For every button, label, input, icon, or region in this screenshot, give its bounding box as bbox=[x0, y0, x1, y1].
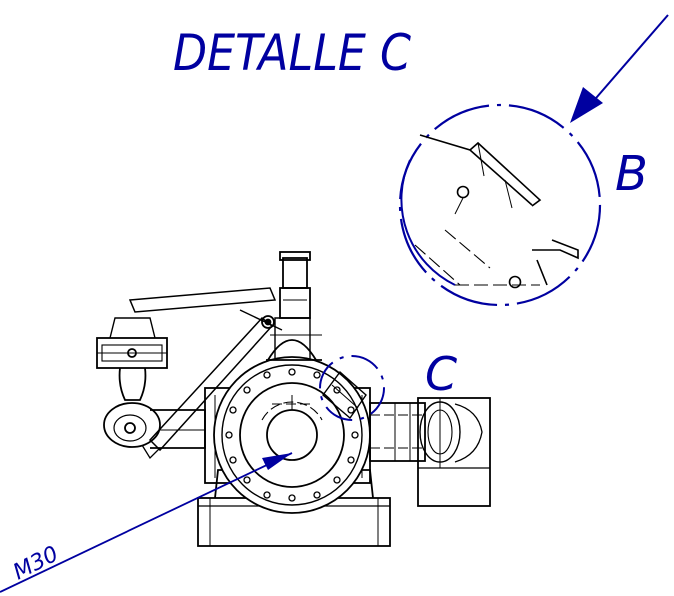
machine-assembly bbox=[96, 251, 491, 547]
front-flange bbox=[213, 356, 371, 514]
detail-view bbox=[398, 103, 602, 307]
actuator-assembly bbox=[96, 317, 206, 460]
drawing-title: DETALLE C bbox=[173, 24, 411, 82]
detail-c-region-part bbox=[322, 370, 367, 420]
detail-outer-arc bbox=[400, 159, 456, 286]
top-valve bbox=[266, 251, 322, 361]
outlet-pipe bbox=[369, 397, 491, 507]
thread-leader-label: M30 bbox=[9, 542, 62, 586]
view-arrow-label: B bbox=[615, 146, 648, 202]
detail-bolt-hole bbox=[508, 275, 522, 289]
detail-callout-label: C bbox=[425, 347, 457, 401]
detail-callout-c: C bbox=[319, 347, 457, 421]
thread-leader: M30 bbox=[0, 452, 293, 593]
lever-linkage bbox=[128, 287, 283, 452]
detail-bolt-hole bbox=[456, 185, 470, 199]
view-arrow-b: B bbox=[570, 14, 669, 202]
detail-boundary-circle bbox=[398, 103, 602, 307]
